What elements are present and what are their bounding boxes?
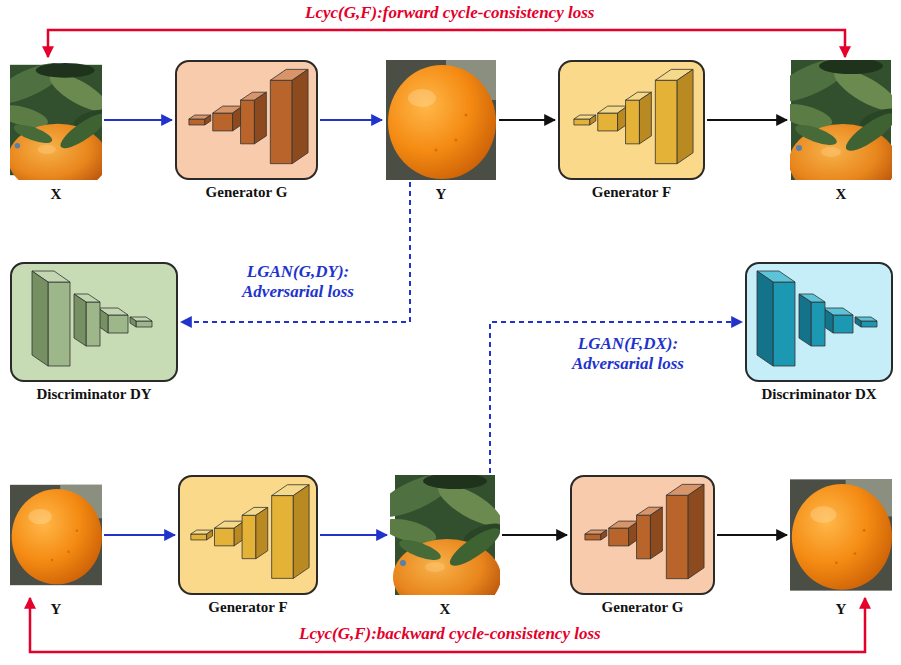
photo-node: Y bbox=[790, 475, 892, 595]
adversarial-arrow bbox=[490, 322, 742, 473]
photo-node: Y bbox=[385, 60, 497, 180]
node-label: X bbox=[10, 185, 102, 203]
network-icon bbox=[189, 69, 308, 163]
photo-x bbox=[767, 50, 901, 200]
photo-y bbox=[10, 485, 102, 585]
loss-label: LGAN(F,DX): Adversarial loss bbox=[553, 334, 703, 374]
cycle-loss-arrow bbox=[48, 30, 845, 57]
flow-arrow bbox=[104, 534, 175, 536]
discriminator-box: Discriminator DX bbox=[745, 262, 893, 382]
node-label: Y bbox=[790, 600, 892, 618]
flow-arrow bbox=[502, 534, 567, 536]
photo-x bbox=[371, 465, 507, 615]
photo-y bbox=[386, 60, 496, 180]
network-icon bbox=[585, 484, 704, 578]
network-icon bbox=[574, 69, 693, 163]
generator-box: Generator F bbox=[178, 475, 318, 595]
generator-fill bbox=[175, 60, 318, 180]
photo-node: X bbox=[390, 475, 500, 595]
network-icon bbox=[32, 271, 152, 366]
generator-box: Generator G bbox=[570, 475, 715, 595]
network-icon bbox=[757, 271, 877, 366]
node-label: X bbox=[390, 600, 500, 618]
node-label: Generator G bbox=[572, 598, 713, 616]
generator-box: Generator G bbox=[175, 60, 318, 180]
discriminator-box: Discriminator DY bbox=[10, 262, 178, 382]
loss-label: Lcyc(G,F):backward cycle-consistency los… bbox=[296, 624, 604, 644]
photo-y bbox=[790, 479, 892, 590]
node-label: Discriminator DY bbox=[12, 385, 176, 403]
node-label: Generator G bbox=[177, 183, 316, 201]
flow-arrow bbox=[320, 534, 387, 536]
node-label: Y bbox=[385, 185, 497, 203]
node-label: Generator F bbox=[560, 183, 703, 201]
generator-box: Generator F bbox=[558, 60, 705, 180]
flow-arrow bbox=[707, 119, 787, 121]
photo-node: Y bbox=[10, 475, 102, 595]
loss-label: LGAN(G,DY): Adversarial loss bbox=[223, 262, 373, 302]
generator-fill bbox=[558, 60, 705, 180]
node-label: Y bbox=[10, 600, 102, 618]
flow-arrow bbox=[320, 119, 382, 121]
node-label: Generator F bbox=[180, 598, 316, 616]
generator-fill bbox=[178, 475, 318, 595]
node-label: Discriminator DX bbox=[747, 385, 891, 403]
photo-node: X bbox=[10, 60, 102, 180]
flow-arrow bbox=[717, 534, 787, 536]
generator-fill bbox=[570, 475, 715, 595]
discriminator-fill bbox=[10, 262, 178, 382]
photo-x bbox=[0, 55, 113, 193]
flow-arrow bbox=[499, 119, 555, 121]
flow-arrow bbox=[104, 119, 172, 121]
cycle-loss-arrow bbox=[30, 598, 865, 652]
node-label: X bbox=[790, 185, 892, 203]
loss-label: Lcyc(G,F):forward cycle-consistency loss bbox=[302, 3, 597, 23]
discriminator-fill bbox=[745, 262, 893, 382]
network-icon bbox=[191, 485, 309, 579]
photo-node: X bbox=[790, 60, 892, 180]
adversarial-arrow bbox=[181, 182, 410, 322]
